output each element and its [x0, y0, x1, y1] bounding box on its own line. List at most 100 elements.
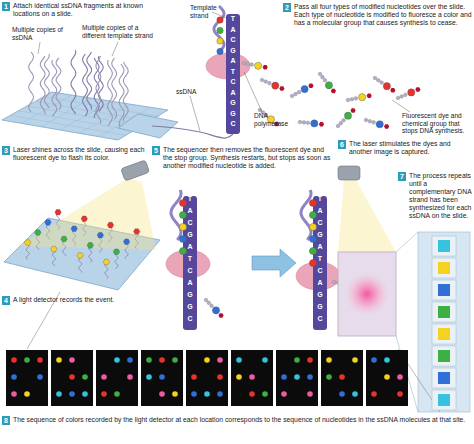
- color-strip: [438, 306, 450, 318]
- synthesis-panel: [367, 93, 372, 98]
- step-number: 6: [338, 140, 346, 149]
- synthesis-panel: [339, 121, 343, 125]
- detector-images: [172, 357, 178, 363]
- synthesis-panel: [350, 108, 355, 113]
- base-letter: A: [226, 26, 240, 34]
- synthesis-panel: [331, 89, 336, 94]
- color-strip: [432, 280, 456, 300]
- step-callout: 3Laser shines across the slide, causing …: [2, 146, 152, 162]
- detector-images: [82, 374, 88, 380]
- synthesis-panel: [246, 62, 250, 66]
- slide-panel: [96, 56, 101, 124]
- detector-images: [127, 357, 133, 363]
- laser-panel: [113, 249, 119, 255]
- part-label: ssDNA: [176, 88, 206, 96]
- color-strip: [398, 232, 470, 412]
- step-text: The sequence of colors recorded by the l…: [13, 416, 465, 424]
- detector-images: [159, 374, 165, 380]
- synthesis-panel: [359, 94, 366, 101]
- detector-images: [384, 357, 390, 363]
- base-letter: G: [226, 99, 240, 107]
- base-letter: T: [313, 195, 327, 203]
- base-letter: A: [183, 279, 197, 287]
- detector-images: [294, 374, 300, 380]
- base-letter: C: [313, 315, 327, 323]
- base-letter: T: [183, 255, 197, 263]
- detector-panel: [338, 180, 396, 252]
- step-text: Laser shines across the slide, causing e…: [13, 146, 152, 162]
- laser-panel: [55, 209, 61, 215]
- restart-panel: [204, 298, 208, 302]
- part-label: Multiple copies of ssDNA: [12, 26, 74, 41]
- step-text: Pass all four types of modified nucleoti…: [294, 3, 473, 27]
- base-letter: A: [313, 279, 327, 287]
- restart-panel: [309, 211, 316, 218]
- step-text: The process repeats until a complementar…: [409, 172, 473, 220]
- step-callout: 1Attach identical ssDNA fragments at kno…: [2, 2, 170, 18]
- base-letter: C: [183, 219, 197, 227]
- restart-panel: [309, 199, 316, 206]
- base-letter: G: [313, 231, 327, 239]
- detector-images: [397, 391, 403, 397]
- synthesis-panel: [376, 121, 383, 128]
- synthesis-panel: [383, 83, 390, 90]
- synthesis-panel: [344, 112, 351, 119]
- base-letter: C: [313, 267, 327, 275]
- synthesis-panel: [415, 87, 420, 92]
- restart-panel: [309, 235, 316, 242]
- laser-panel: [77, 253, 83, 259]
- detector-images: [37, 357, 43, 363]
- laser-panel: [103, 259, 109, 265]
- synthesis-panel: [350, 97, 354, 101]
- synthesis-panel: [242, 61, 246, 65]
- detector-images: [366, 350, 408, 406]
- color-strip: [432, 258, 456, 278]
- detector-images: [69, 374, 75, 380]
- step-number: 7: [398, 172, 406, 181]
- synthesis-panel: [311, 120, 318, 127]
- synthesis-panel: [346, 98, 350, 102]
- detector-images: [236, 357, 242, 363]
- step-number: 8: [2, 416, 10, 425]
- synthesis-panel: [301, 85, 308, 92]
- base-letter: A: [226, 57, 240, 65]
- base-letter: C: [313, 219, 327, 227]
- detector-images: [371, 391, 377, 397]
- detector-images: [146, 357, 152, 363]
- synthesis-panel: [268, 81, 272, 85]
- leader-line: [38, 12, 410, 131]
- color-strip: [432, 390, 456, 410]
- base-letter: G: [313, 291, 327, 299]
- detector-images: [321, 350, 363, 406]
- leader-line: [190, 96, 200, 131]
- synthesis-panel: [214, 6, 224, 52]
- laser-panel: [25, 240, 31, 246]
- synthesis-panel: [279, 86, 284, 91]
- laser-panel: [121, 160, 150, 181]
- detector-images: [231, 350, 273, 406]
- base-letter: T: [183, 195, 197, 203]
- laser-panel: [18, 178, 156, 250]
- detector-images: [276, 350, 318, 406]
- slide-panel: [29, 52, 34, 112]
- synthesis-panel: [368, 119, 372, 123]
- detector-images: [307, 391, 313, 397]
- synthesis-panel: [400, 95, 404, 99]
- detector-images: [262, 357, 268, 363]
- color-strip: [438, 262, 450, 274]
- detector-images: [326, 374, 332, 380]
- base-letter: T: [226, 68, 240, 76]
- detector-images: [249, 374, 255, 380]
- synthesis-panel: [321, 75, 325, 79]
- laser-panel: [51, 246, 57, 252]
- detector-images: [127, 374, 133, 380]
- detector-images: [249, 391, 255, 397]
- step-callout: 7The process repeats until a complementa…: [398, 172, 473, 220]
- laser-panel: [71, 226, 77, 232]
- base-letter: A: [183, 243, 197, 251]
- synthesis-panel: [390, 88, 395, 93]
- base-letter: C: [226, 36, 240, 44]
- color-strip: [418, 232, 470, 412]
- detector-images: [114, 391, 120, 397]
- restart-panel: [309, 247, 316, 254]
